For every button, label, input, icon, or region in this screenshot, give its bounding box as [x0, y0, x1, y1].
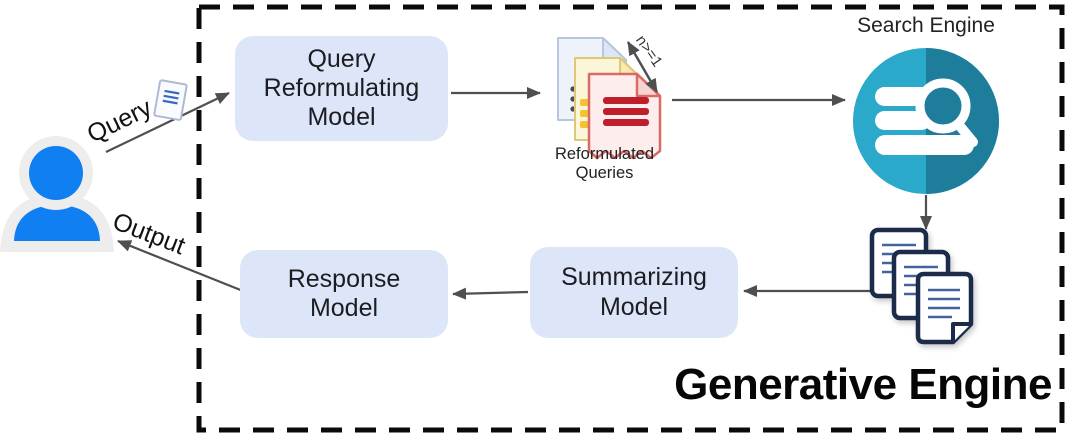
flow-arrows [105, 87, 932, 300]
multiplicity-double-arrow [626, 41, 659, 93]
response-model-node: Response Model [240, 250, 448, 338]
user-icon [0, 136, 114, 252]
arrow-summarizer-to-response [452, 287, 529, 300]
search-engine-label: Search Engine [857, 14, 995, 37]
summarizing-model-node: Summarizing Model [530, 247, 738, 338]
generative-engine-title: Generative Engine [674, 360, 1052, 409]
arrow-response-to-user [117, 239, 244, 293]
colored-document-stack-icon [557, 37, 662, 160]
generative-engine-dashed-border [196, 4, 1065, 433]
magnifier-icon [915, 78, 971, 134]
mini-document-icon [153, 79, 188, 121]
document-stack-icon [869, 227, 974, 345]
query-reformulating-model-node: Query Reformulating Model [235, 36, 448, 141]
arrow-user-to-reformulator [105, 92, 230, 153]
reformulated-queries-label: Reformulated Queries [554, 145, 655, 183]
search-database-icon [853, 48, 999, 194]
